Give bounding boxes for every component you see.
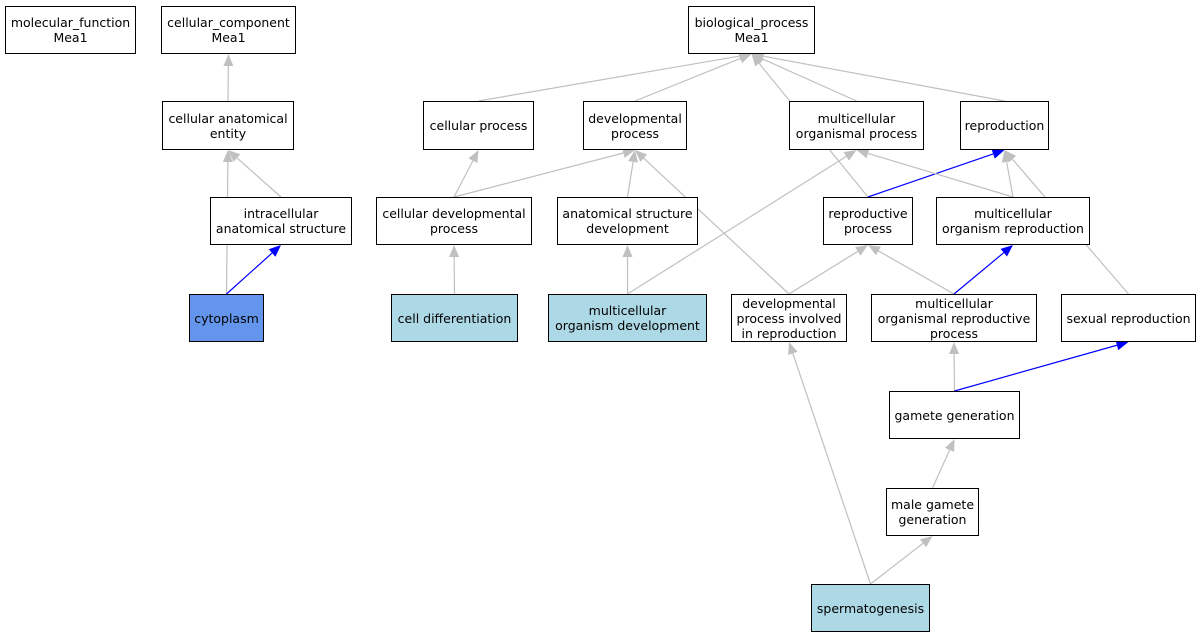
edge-arrowhead <box>268 245 281 257</box>
edge-line <box>626 161 634 198</box>
node-label: gamete generation <box>894 407 1015 423</box>
node-spermatogenesis[interactable]: spermatogenesis <box>811 584 930 632</box>
edge-line <box>792 353 872 585</box>
edge-arrowhead <box>222 150 233 163</box>
node-label: cellular process <box>429 118 528 133</box>
node-label: multicellular organism reproduction <box>942 206 1084 236</box>
edge-arrowhead <box>1000 245 1013 257</box>
node-label: cell differentiation <box>397 310 512 326</box>
edge-arrowhead <box>449 245 460 258</box>
edge-arrowhead <box>628 150 639 163</box>
node-male-gamete-generation[interactable]: male gamete generation <box>886 488 979 536</box>
node-multicellular-organism-development[interactable]: multicellular organism development <box>548 294 707 342</box>
node-label: sexual reproduction <box>1066 310 1191 326</box>
edge-arrowhead <box>228 150 241 162</box>
edge-arrowhead <box>855 245 868 256</box>
node-developmental-process-involved-in-reproduction[interactable]: developmental process involved in reprod… <box>731 294 847 342</box>
edge-arrowhead <box>949 342 960 355</box>
node-sexual-reproduction[interactable]: sexual reproduction <box>1061 294 1196 342</box>
node-label: intracellular anatomical structure <box>215 206 347 236</box>
node-anatomical-structure-development[interactable]: anatomical structure development <box>557 197 698 245</box>
edge-arrowhead <box>738 53 752 64</box>
node-label: cytoplasm <box>194 310 259 326</box>
edge-arrowhead <box>868 245 881 256</box>
edge-arrowhead <box>622 148 635 158</box>
edge-arrowhead <box>991 149 1005 159</box>
node-multicellular-organismal-process[interactable]: multicellular organismal process <box>789 101 924 150</box>
node-label: developmental process involved in reprod… <box>736 295 842 341</box>
node-label: spermatogenesis <box>816 600 925 616</box>
edge-line <box>931 449 951 489</box>
edge-arrowhead <box>223 54 234 67</box>
edge-line <box>453 152 624 198</box>
edge-line <box>867 153 994 198</box>
node-label: cellular developmental process <box>382 206 526 236</box>
node-label: reproductive process <box>828 206 908 236</box>
edge-arrowhead <box>622 245 633 257</box>
edge-line <box>627 155 847 295</box>
node-biological-process[interactable]: biological_process Mea1 <box>688 6 815 54</box>
edge-line <box>878 250 955 295</box>
node-label: cellular anatomical entity <box>168 110 288 141</box>
node-developmental-process[interactable]: developmental process <box>583 101 687 150</box>
edge-line <box>788 250 859 295</box>
node-molecular-function[interactable]: molecular_function Mea1 <box>5 6 136 54</box>
edge-arrowhead <box>919 536 933 548</box>
edge-line <box>634 57 741 102</box>
edge-line <box>762 58 857 102</box>
node-gamete-generation[interactable]: gamete generation <box>889 391 1020 439</box>
node-intracellular-anatomical-structure[interactable]: intracellular anatomical structure <box>210 197 352 245</box>
node-label: multicellular organismal reproductive pr… <box>877 295 1031 341</box>
edge-line <box>453 160 474 198</box>
edge-arrowhead <box>751 54 763 67</box>
node-cellular-process[interactable]: cellular process <box>423 101 534 150</box>
edge-line <box>236 157 282 198</box>
edge-line <box>870 542 924 585</box>
edge-arrowhead <box>856 148 870 159</box>
node-reproductive-process[interactable]: reproductive process <box>823 197 913 245</box>
edge-arrowhead <box>635 150 648 162</box>
node-multicellular-organismal-reproductive-process[interactable]: multicellular organismal reproductive pr… <box>871 294 1037 342</box>
edge-line <box>1006 161 1014 198</box>
node-label: male gamete generation <box>890 497 975 527</box>
node-cellular-developmental-process[interactable]: cellular developmental process <box>376 197 532 245</box>
edge-arrowhead <box>1115 340 1129 351</box>
node-label: reproduction <box>964 118 1045 133</box>
edge-line <box>867 152 1014 198</box>
node-label: multicellular organismal process <box>795 110 918 141</box>
node-cytoplasm[interactable]: cytoplasm <box>189 294 264 342</box>
node-reproduction[interactable]: reproduction <box>960 101 1049 150</box>
edge-arrowhead <box>843 150 857 161</box>
edge-line <box>953 252 1005 295</box>
edge-line <box>643 157 790 295</box>
node-label: cellular_component Mea1 <box>167 15 290 45</box>
node-label: molecular_function Mea1 <box>10 15 131 45</box>
edge-arrowhead <box>788 342 798 355</box>
node-label: multicellular organism development <box>555 303 700 333</box>
edge-arrowhead <box>1004 150 1017 163</box>
edge-line <box>763 55 1005 102</box>
edge-arrowhead <box>468 150 479 163</box>
node-multicellular-organism-reproduction[interactable]: multicellular organism reproduction <box>936 197 1090 245</box>
edge-line <box>226 252 273 295</box>
node-label: developmental process <box>588 110 682 141</box>
edge-arrowhead <box>945 439 955 452</box>
node-cell-differentiation[interactable]: cell differentiation <box>391 294 518 342</box>
edge-line <box>954 344 1118 392</box>
node-cellular-component[interactable]: cellular_component Mea1 <box>161 6 296 54</box>
node-cellular-anatomical-entity[interactable]: cellular anatomical entity <box>162 101 294 150</box>
edge-line <box>478 55 740 102</box>
node-label: biological_process Mea1 <box>694 15 809 45</box>
node-label: anatomical structure development <box>562 206 693 236</box>
